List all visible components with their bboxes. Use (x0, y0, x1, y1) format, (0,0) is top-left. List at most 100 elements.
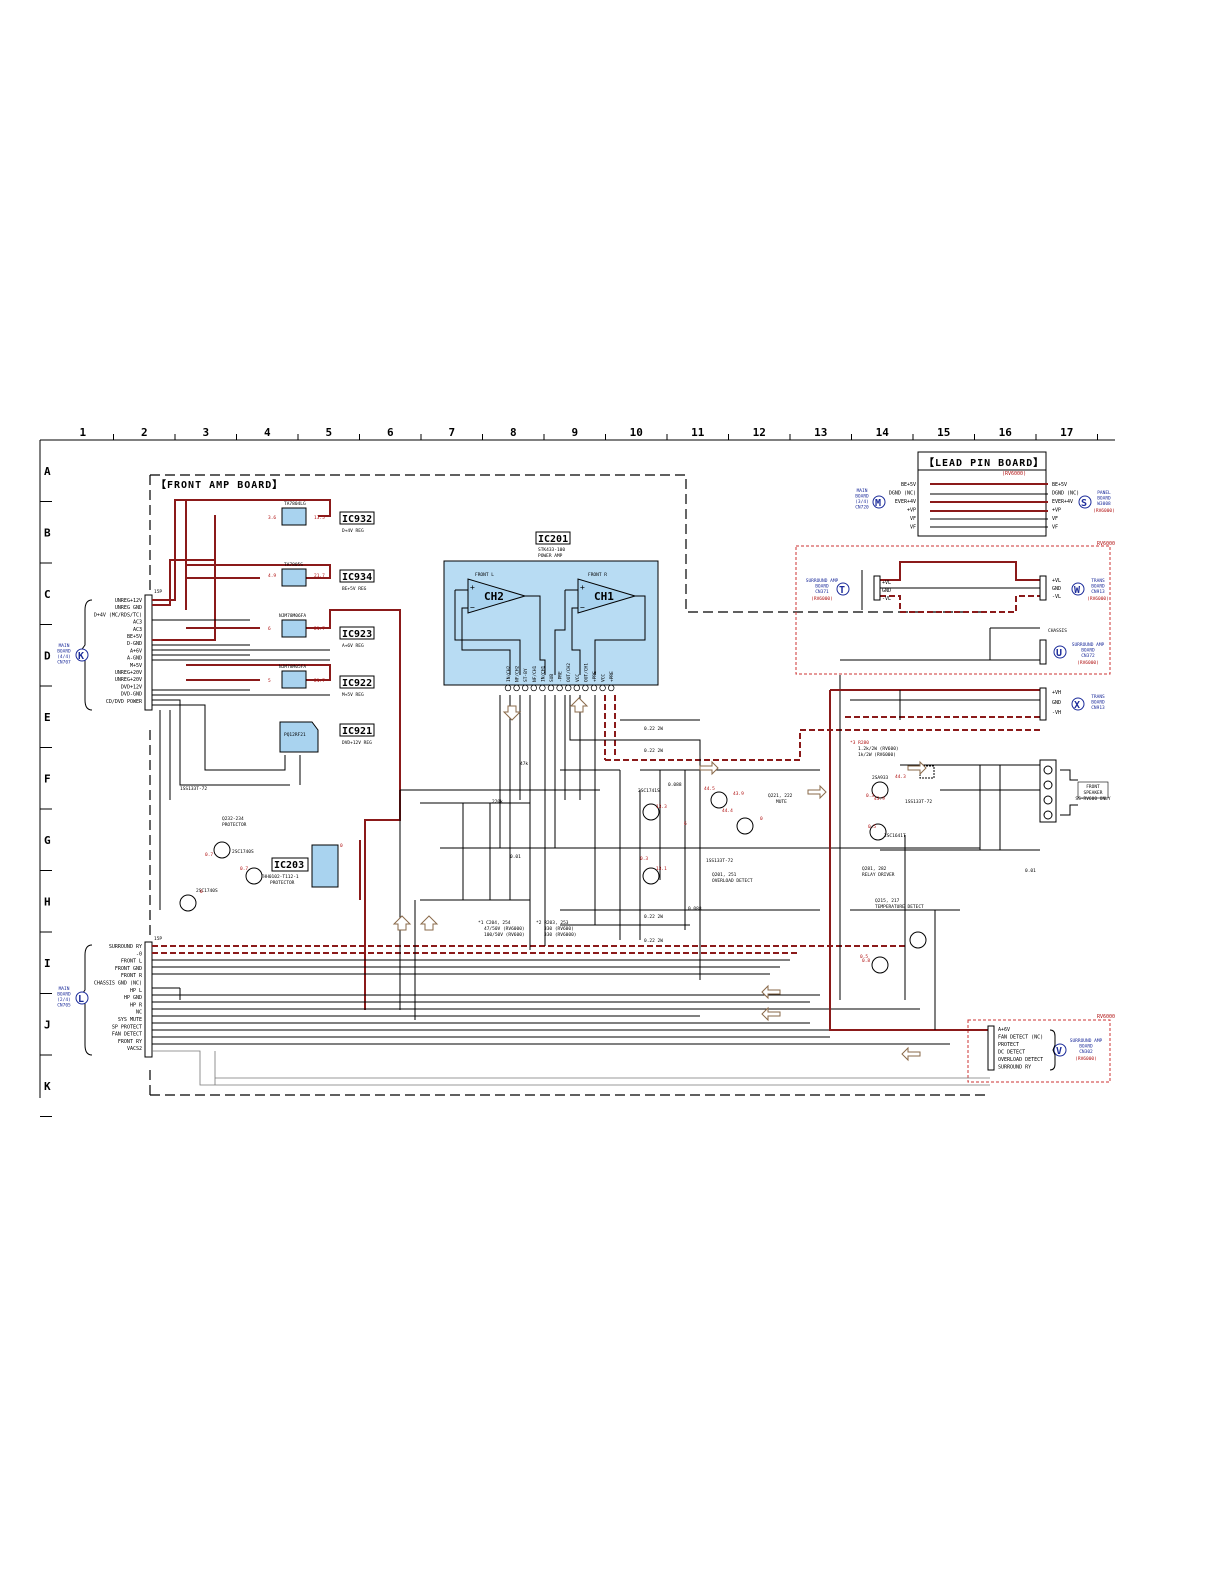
part-022-b: 0.22 2W (644, 748, 663, 754)
pin-label: FRONT GND (115, 966, 142, 972)
connector-badge-k-letter: K (78, 651, 84, 662)
connector-badge-s[interactable] (1078, 495, 1092, 509)
connector-badge-w[interactable] (1071, 582, 1085, 596)
connector-badge-v[interactable] (1053, 1043, 1067, 1057)
note2-line3: 330 (RV6000) (544, 932, 577, 938)
ic203-body (311, 844, 339, 888)
lead-pin-board-model: (RV6000) (1002, 471, 1026, 477)
ic934-desc: BE+5V REG (342, 586, 367, 592)
svg-text:−: − (580, 603, 585, 612)
front-amp-board-title: 【FRONT AMP BOARD】 (156, 478, 283, 491)
connector-label-line: TRANS (1091, 578, 1105, 584)
connector-label-line: CN372 (1081, 653, 1095, 659)
ic201-ch1-amp (577, 578, 637, 614)
note1-line2: 47/50V (RV6000) (484, 926, 525, 932)
connector-badge-l[interactable] (75, 991, 89, 1005)
voltage-value: 0.3 (866, 793, 874, 799)
voltage-value: 0.8 (862, 958, 870, 964)
ic932-desc: D+4V REG (342, 528, 364, 534)
rv6000-region-top: RV6000 (795, 541, 1115, 675)
pin-label: UNREG+20V (115, 677, 142, 683)
pin-label: VF (1052, 516, 1058, 522)
pin-label: SYS MUTE (118, 1017, 142, 1023)
q221-label: Q221, 222 (768, 793, 793, 799)
ic921-desc: DVD+12V REG (342, 740, 372, 746)
pin-label: DVD-GND (121, 692, 142, 698)
ic921-body (279, 721, 319, 753)
q221-desc: MUTE (776, 799, 787, 805)
connector-badge-m[interactable] (872, 495, 886, 509)
connector-badge-u-letter: U (1056, 648, 1062, 659)
voltage-value: 13.3 (656, 804, 667, 810)
pin-label: SP PROTECT (112, 1024, 142, 1030)
grid-row-label: I (44, 957, 51, 970)
pin-label: +VL (882, 580, 891, 586)
voltage-value: 21.7 (314, 626, 325, 632)
part-2sc1740s-b: 2SC1740S (196, 888, 218, 894)
connector-badge-u[interactable] (1053, 645, 1067, 659)
pin-label: UNREG+12V (115, 598, 142, 604)
ic922-desc: M+5V REG (342, 692, 364, 698)
grid-row-label: B (44, 526, 51, 539)
pin-label: AC3 (133, 627, 142, 633)
connector-badge-t[interactable] (836, 582, 850, 596)
ic201-pin (522, 684, 529, 692)
grid-column-label: 14 (876, 426, 890, 439)
pin-label: +VP (1052, 508, 1061, 514)
connector-label-line: BOARD (855, 494, 869, 500)
ic932: TA7804LG IC932 D+4V REG (281, 501, 375, 534)
ic932-part: TA7804LG (284, 501, 306, 507)
grid-column-label: 6 (387, 426, 394, 439)
ic201-pin (565, 684, 572, 692)
voltage-value: 43.9 (874, 796, 885, 802)
connector-badge-x[interactable] (1071, 697, 1085, 711)
svg-text:+: + (470, 583, 475, 592)
connector-badge-x-letter: X (1074, 700, 1080, 711)
connector-v-model: (RV6000) (1075, 1056, 1097, 1062)
grid-column-label: 17 (1060, 426, 1073, 439)
connector-badge-w-letter: W (1074, 585, 1081, 596)
pin-label: GND (882, 588, 891, 594)
ic922-name: IC922 (342, 678, 372, 689)
ic921: PQ12RF21 IC921 DVD+12V REG (279, 721, 375, 753)
part-0088-b: 0.088 (688, 906, 702, 912)
pin-label: GND (1052, 700, 1061, 706)
grid-row-label: D (44, 649, 51, 662)
connector-label-line: SS-RV600 ONLY (1075, 796, 1111, 802)
connector-badge-k[interactable] (75, 648, 89, 662)
pin-label: BE+5V (901, 482, 916, 488)
ic201-pin-label: VCC (575, 674, 581, 682)
q201-desc: OVERLOAD DETECT (712, 878, 753, 884)
ic201-pin-label: SUB (549, 674, 555, 682)
pin-label: CD/DVD POWER (106, 699, 143, 705)
pin-label: D-GND (127, 641, 142, 647)
grid-column-label: 8 (510, 426, 517, 439)
ic201: IC201 STK433-100 POWER AMP FRONT L FRONT… (443, 531, 659, 692)
part-2sa933: 2SA933 (872, 775, 889, 781)
connector-label-line: (3/4) (855, 499, 869, 505)
pin-label: HP GND (124, 995, 142, 1001)
part-2sc1741s: 2SC1741S (638, 788, 660, 794)
pin-label: FRONT R (121, 973, 143, 979)
connector-label-line: CN302 (1079, 1049, 1093, 1055)
voltage-value: 5 (268, 678, 271, 684)
connector-label-line: SURROUND AMP (1070, 1038, 1103, 1044)
grid-row-label: C (44, 588, 51, 601)
ic201-pin (573, 684, 580, 692)
q215-label: Q215, 217 (875, 898, 900, 904)
voltage-value: 13.5 (314, 515, 325, 521)
connector-badge-v-letter: V (1056, 1046, 1062, 1057)
ic921-part: PQ12RF21 (284, 732, 306, 738)
connector-label-line: TRANS (1091, 694, 1105, 700)
pin-label: UNREG GND (115, 605, 142, 611)
voltage-value: 6 (268, 626, 271, 632)
connector-u-model: (RV6000) (1077, 660, 1099, 666)
